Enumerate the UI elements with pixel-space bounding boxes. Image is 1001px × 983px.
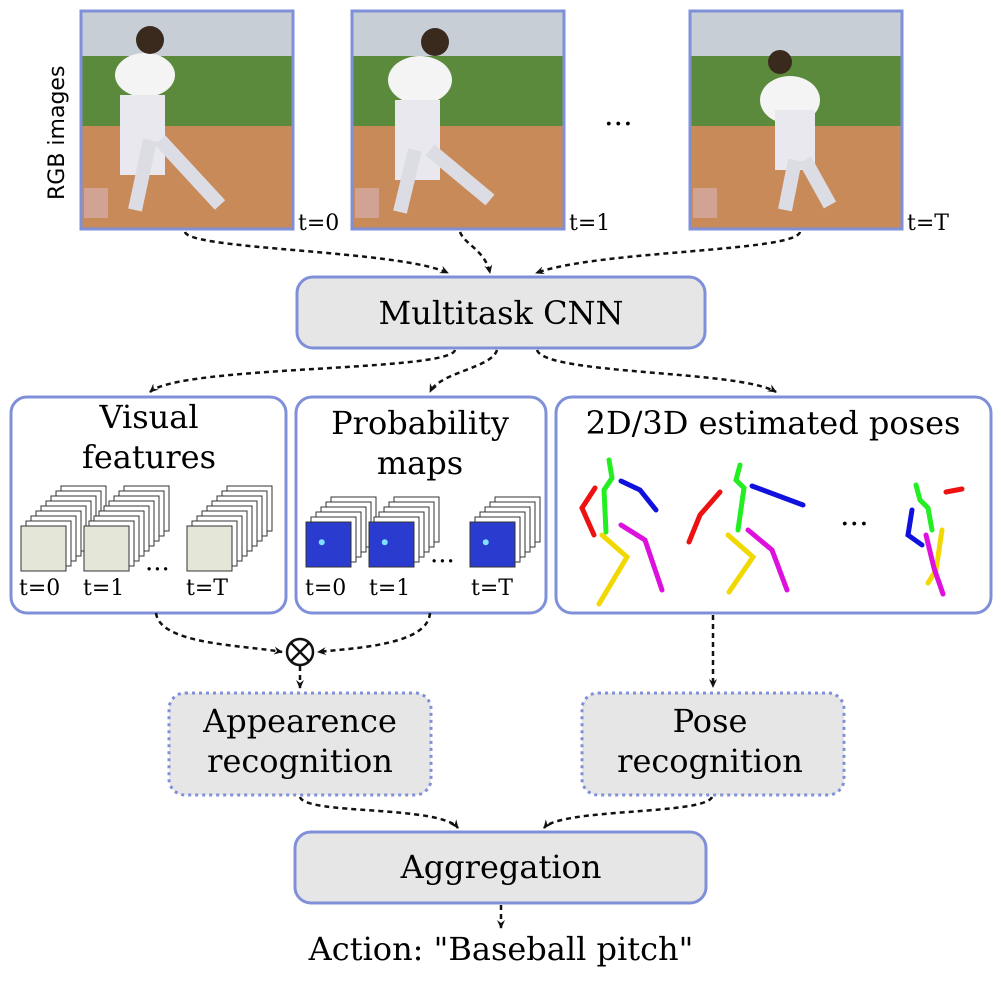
probability-maps-title-2: maps (377, 444, 463, 482)
pose-skeleton-1 (686, 462, 806, 595)
arrows-frames-to-cnn (183, 231, 802, 275)
frame-label-0: t=0 (298, 211, 339, 236)
probability-map-stacks (305, 496, 541, 568)
vf-label-0: t=0 (19, 576, 60, 601)
probability-maps-title-1: Probability (331, 404, 509, 442)
estimated-poses-title: 2D/3D estimated poses (586, 404, 961, 442)
pm-ellipsis: ... (430, 539, 455, 569)
pm-label-0: t=0 (305, 576, 346, 601)
aggregation-box (293, 830, 708, 905)
action-output-label: Action: "Baseball pitch" (308, 930, 694, 968)
feature-stack-0 (20, 485, 107, 572)
arrows-cnn-to-outputs (149, 349, 777, 394)
frame-label-1: t=1 (569, 211, 610, 236)
frame-label-T: t=T (907, 211, 949, 236)
rgb-frame-0 (79, 9, 295, 231)
prob-map-stack-T (469, 496, 541, 568)
pose-recognition-line2: recognition (617, 742, 803, 780)
pose-recognition-box (580, 691, 846, 797)
pm-label-1: t=1 (369, 576, 410, 601)
rgb-images-label: RGB images (45, 66, 70, 200)
pose-recognition-line1: Pose (673, 702, 748, 740)
frames-ellipsis: ... (604, 98, 633, 133)
appearance-recognition-box (167, 691, 433, 797)
appearance-recognition-line2: recognition (207, 742, 393, 780)
vf-label-T: t=T (186, 576, 228, 601)
vf-label-1: t=1 (83, 576, 124, 601)
pose-skeleton-T (905, 482, 965, 597)
prob-map-stack-1 (368, 496, 440, 568)
rgb-frame-1 (350, 9, 566, 231)
visual-feature-stacks (20, 485, 273, 572)
multiply-operator-icon (285, 637, 315, 667)
appearance-recognition-line1: Appearence (202, 702, 397, 740)
estimated-poses-box (554, 395, 993, 615)
pm-label-T: t=T (471, 576, 513, 601)
feature-stack-1 (83, 485, 170, 572)
vf-ellipsis: ... (145, 547, 170, 577)
multitask-cnn-box (295, 275, 707, 350)
aggregation-label: Aggregation (400, 848, 602, 886)
visual-features-title-1: Visual (98, 398, 198, 436)
multitask-cnn-label: Multitask CNN (378, 294, 623, 332)
pose-skeleton-0 (579, 457, 665, 607)
arrows-to-aggregation (298, 796, 714, 929)
arrows-to-multiply (154, 612, 717, 689)
rgb-frame-T (688, 9, 904, 231)
feature-stack-T (186, 485, 273, 572)
visual-features-title-2: features (82, 438, 216, 476)
poses-ellipsis: ... (840, 498, 869, 533)
